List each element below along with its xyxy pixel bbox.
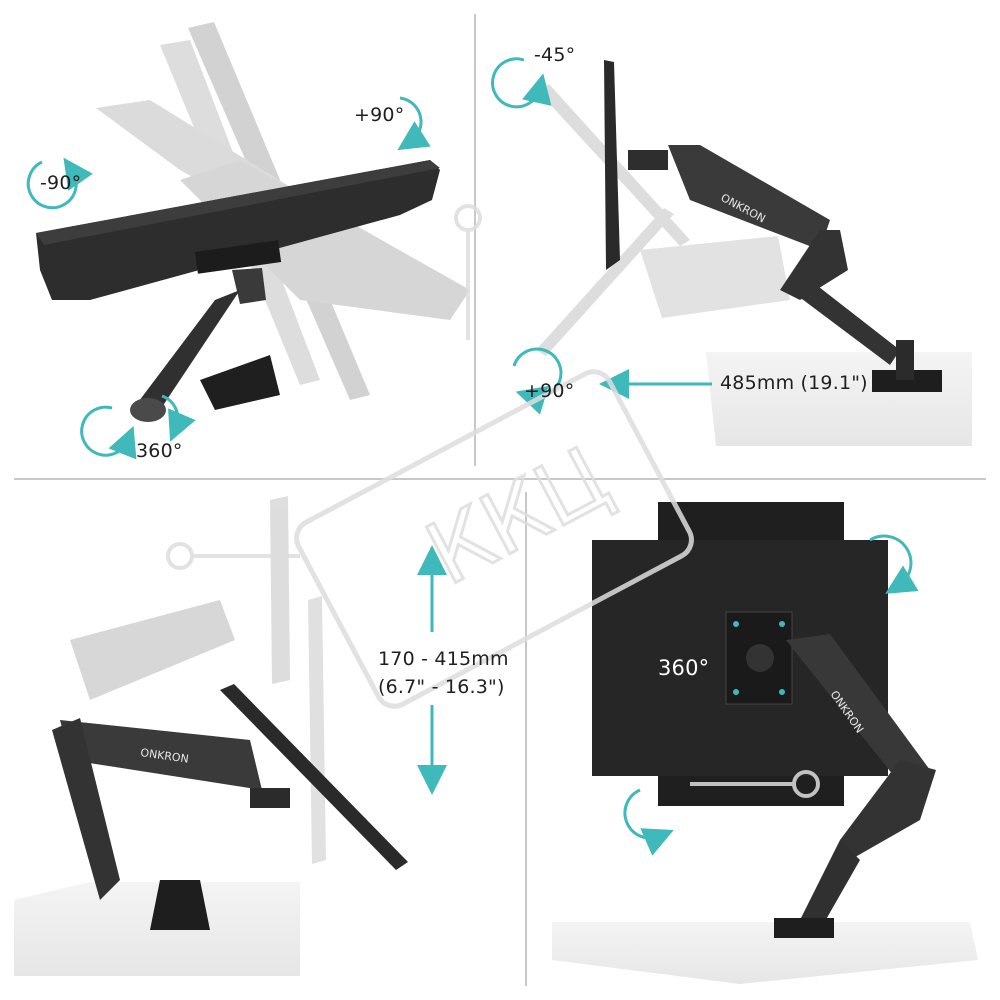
panel-bottom-left [14,496,447,976]
ghost-arm-raised [70,496,326,864]
divider-horizontal [14,478,986,480]
rotate-cw-arrow-icon [869,534,919,594]
rotate-right-arrow-icon [397,96,431,151]
swivel-left-arrow-icon [80,405,137,460]
mount-arm-bottom-right [774,634,936,938]
label-rotate-left: -90° [40,172,82,194]
swivel-right-arrow-icon [161,394,196,442]
label-height-in: (6.7" - 16.3") [378,676,505,698]
divider-vertical-top [474,14,476,466]
label-tilt-down: +90° [524,380,575,402]
rotate-ccw-arrow-icon [623,788,674,856]
rotate-left-arrow-icon [26,157,93,210]
monitor-tilted [220,684,408,870]
vesa-plate [725,611,793,705]
panel-bottom-right [552,502,978,984]
label-tilt-up: -45° [534,44,576,66]
divider-vertical-bottom [525,492,527,986]
tilt-up-arrow-icon [491,57,552,109]
desk-surface [706,352,972,446]
mount-arm-bottom-left [52,718,290,930]
label-height-mm: 170 - 415mm [378,648,509,670]
mount-arm-top-left [130,268,280,422]
label-extension: 485mm (19.1") [720,372,868,394]
panel-top-right [491,57,972,446]
mount-arm-top-right [628,145,942,392]
label-rotation-360: 360° [658,656,710,680]
label-swivel: 360° [136,440,183,462]
monitor-main [36,160,440,300]
desk-surface [552,922,978,984]
monitor-side [604,60,620,270]
label-rotate-right: +90° [354,104,405,126]
panel-top-left [26,22,470,460]
